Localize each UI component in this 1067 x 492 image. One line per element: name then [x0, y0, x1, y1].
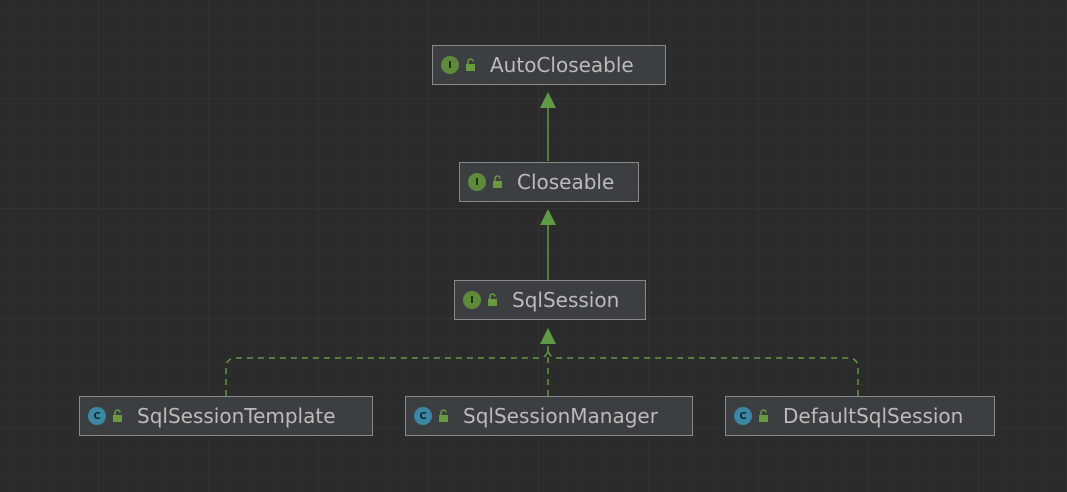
interface-icon: I: [441, 56, 459, 74]
unlocked-padlock-icon: [759, 409, 768, 422]
class-icon: C: [414, 407, 432, 425]
unlocked-padlock-icon: [439, 409, 448, 422]
unlocked-padlock-icon: [113, 409, 122, 422]
node-label: SqlSessionTemplate: [137, 404, 336, 428]
node-label: AutoCloseable: [490, 53, 634, 77]
node-label: SqlSessionManager: [463, 404, 658, 428]
class-icon: C: [734, 407, 752, 425]
interface-icon: I: [463, 291, 481, 309]
node-defaultsqlsession[interactable]: C DefaultSqlSession: [725, 396, 995, 436]
node-sqlsessionmanager[interactable]: C SqlSessionManager: [405, 396, 693, 436]
node-label: SqlSession: [512, 288, 620, 312]
node-closeable[interactable]: I Closeable: [459, 162, 639, 202]
node-autocloseable[interactable]: I AutoCloseable: [432, 45, 666, 85]
edge-sqlsessiontemplate-implements-sqlsession: [225, 347, 549, 396]
unlocked-padlock-icon: [488, 293, 497, 306]
node-sqlsession[interactable]: I SqlSession: [454, 280, 646, 320]
node-label: DefaultSqlSession: [783, 404, 964, 428]
unlocked-padlock-icon: [493, 175, 502, 188]
edge-defaultsqlsession-implements-sqlsession: [547, 347, 859, 396]
node-label: Closeable: [517, 170, 615, 194]
unlocked-padlock-icon: [466, 58, 475, 71]
class-icon: C: [88, 407, 106, 425]
interface-icon: I: [468, 173, 486, 191]
node-sqlsessiontemplate[interactable]: C SqlSessionTemplate: [79, 396, 373, 436]
